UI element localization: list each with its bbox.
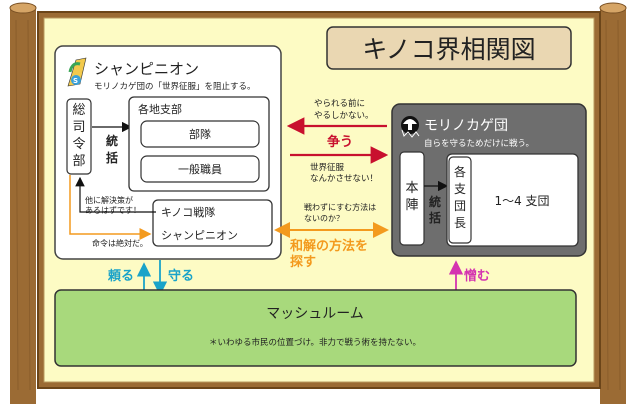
kakushidancho-char-1: 各: [454, 164, 466, 179]
note-order: 命令は絶対だ。: [92, 238, 148, 248]
wakai-line-2: 探す: [290, 254, 316, 270]
yarareru-line-2: やるしかない。: [314, 111, 374, 121]
honjin-box: [399, 151, 425, 246]
soushireibu-box: [66, 98, 92, 175]
seifuku-line-2: なんかさせない！: [310, 174, 378, 184]
sentai-name-label: シャンピニオン: [161, 229, 238, 242]
nikumu-label: 憎む: [464, 268, 490, 284]
morinokage-subtitle: 自らを守るためだけに戦う。: [424, 138, 534, 149]
order-arrow: [69, 175, 152, 240]
kakushidancho-char-2: 支: [454, 182, 466, 196]
branches-box: [446, 153, 579, 247]
shadow-mushroom-logo-icon: [401, 116, 420, 138]
title-box: キノコ界相関図: [326, 26, 572, 70]
soushireibu-char-3: 令: [72, 137, 85, 152]
note-alt-line-1: 他に解決策が: [85, 195, 133, 205]
mushroom-name: マッシュルーム: [266, 306, 364, 322]
mushroom-note: ＊いわゆる市民の位置づけ。非力で戦う術を持たない。: [209, 337, 421, 348]
arasou-label: 争う: [327, 134, 353, 150]
champignon-name: シャンピニオン: [94, 60, 199, 78]
tayoru-label: 頼る: [107, 268, 134, 284]
kinoko-sentai-box: [152, 199, 273, 247]
honjin-char-1: 本: [405, 181, 418, 196]
ippan-label: 一般職員: [178, 163, 222, 176]
relations: やられる前に やるしかない。 争う 世界征服 なんかさせない！ 戦わずにすむ方法…: [107, 98, 490, 296]
left-wooden-post: [9, 2, 37, 404]
soushireibu-char-1: 総: [72, 103, 85, 118]
svg-text:S: S: [73, 77, 78, 85]
ippan-box: [140, 155, 260, 183]
alt-solution-arrow: [75, 176, 156, 213]
yarareru-line-1: やられる前に: [314, 98, 365, 109]
right-wooden-post: [599, 2, 627, 404]
branches-label: 1～4 支団: [494, 194, 549, 208]
note-alt-line-2: あるはずです！: [85, 205, 141, 215]
kinoko-sentai-label: キノコ戦隊: [161, 205, 215, 219]
mushroom-civilians: マッシュルーム ＊いわゆる市民の位置づけ。非力で戦う術を持たない。: [54, 289, 577, 367]
kakushidancho-char-4: 長: [454, 216, 466, 230]
wakai-line-1: 和解の方法を: [290, 238, 368, 254]
tatakawazu-line-1: 戦わずにすむ方法は: [304, 202, 376, 212]
soushireibu-char-4: 部: [72, 154, 85, 169]
butai-label: 部隊: [189, 127, 211, 141]
kakushidancho-box: [448, 156, 472, 244]
mk-toukatsu-char-1: 統: [429, 194, 441, 209]
toukatsu-char-1: 統: [106, 133, 118, 148]
honjin-char-2: 陣: [405, 198, 418, 213]
toukatsu-char-2: 括: [106, 150, 118, 165]
kakushidancho-char-3: 団: [454, 199, 466, 213]
champignon-subtitle: モリノカゲ団の「世界征服」を阻止する。: [94, 81, 256, 92]
sprout-logo-icon: S: [67, 57, 87, 87]
mamoru-label: 守る: [168, 268, 194, 284]
mk-toukatsu-char-2: 括: [429, 210, 441, 225]
page-title: キノコ界相関図: [362, 35, 535, 64]
morinokage-name: モリノカゲ団: [424, 118, 508, 134]
butai-box: [140, 120, 260, 148]
branch-title: 各地支部: [138, 102, 182, 116]
seifuku-line-1: 世界征服: [310, 162, 345, 173]
tatakawazu-line-2: ないのか？: [304, 214, 344, 223]
champignon-organization: S シャンピニオン モリノカゲ団の「世界征服」を阻止する。 総 司 令 部 統 …: [54, 45, 282, 260]
soushireibu-char-2: 司: [72, 120, 85, 135]
morinokage-organization: モリノカゲ団 自らを守るためだけに戦う。 本 陣 統 括 各 支 団 長 1～4…: [391, 103, 587, 257]
